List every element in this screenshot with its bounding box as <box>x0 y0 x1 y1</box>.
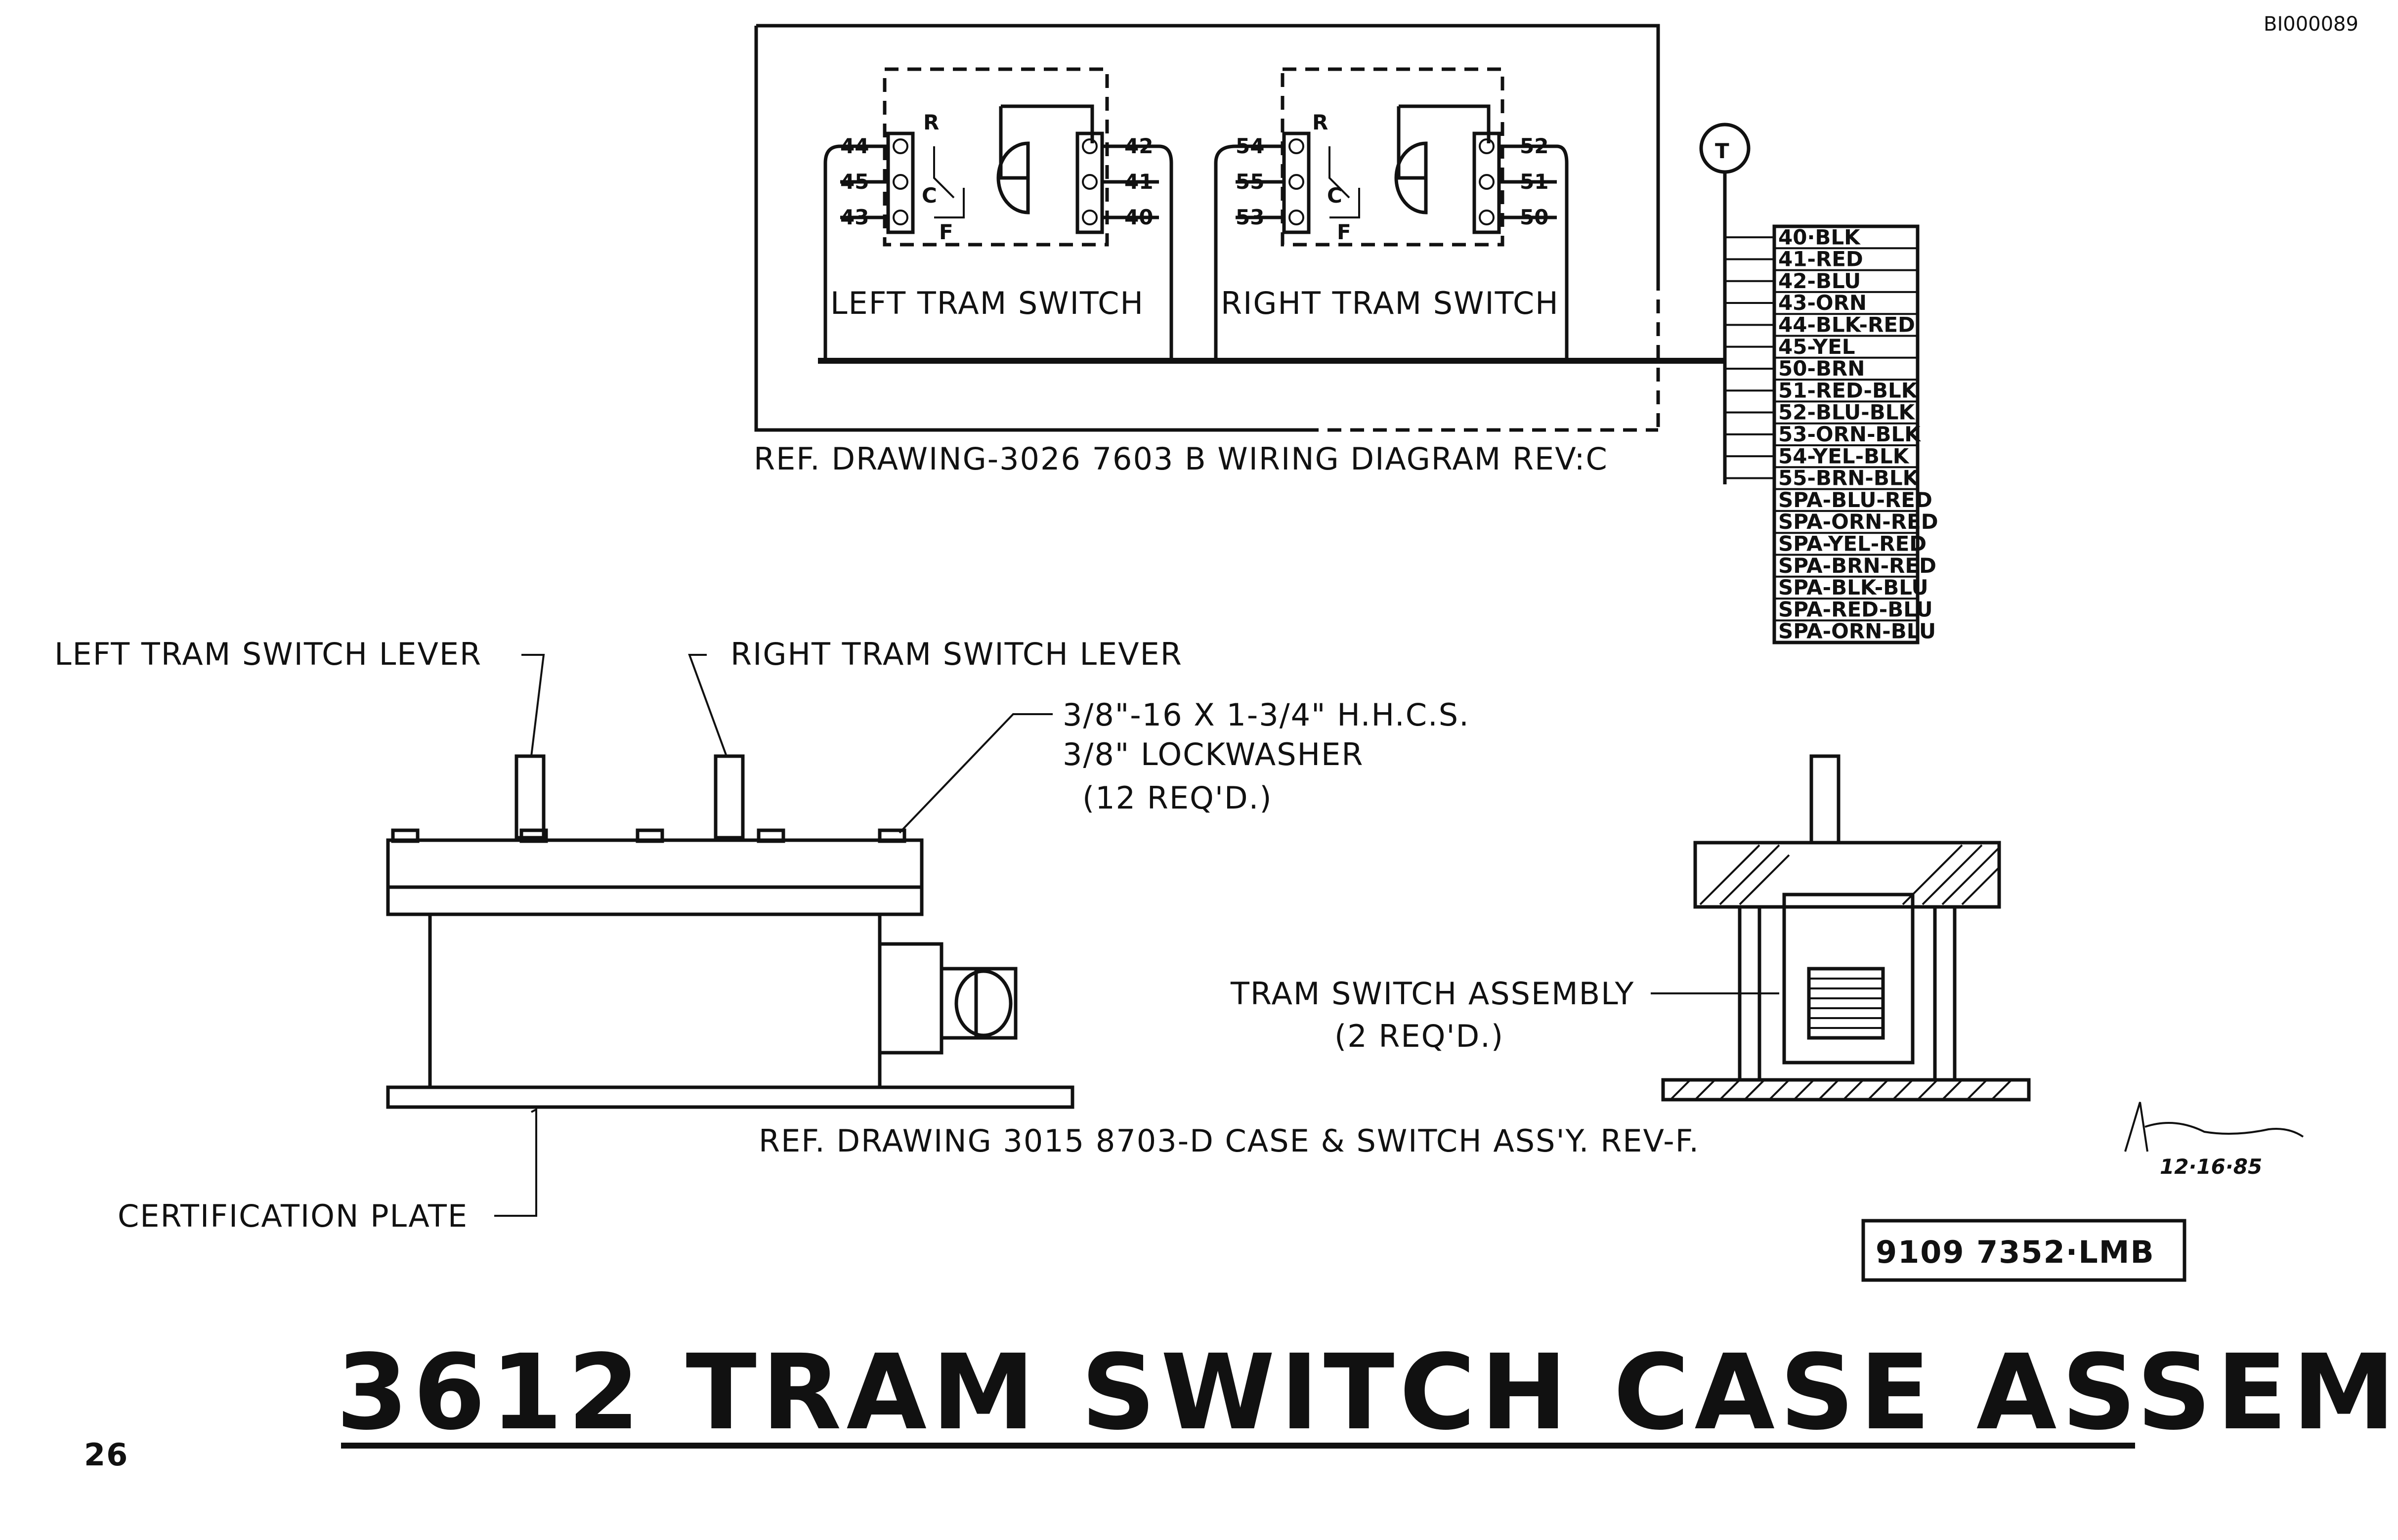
terminal-55: 55 <box>1236 170 1264 194</box>
right-tram-switch-label: RIGHT TRAM SWITCH <box>1221 285 1559 321</box>
left-lever <box>514 754 546 840</box>
signature: 12·16·85 <box>2124 1102 2304 1179</box>
right-contact-r: R <box>1312 110 1328 134</box>
wire-list-item: SPA-BLK-BLU <box>1778 575 1928 599</box>
wire-list-item: 55-BRN-BLK <box>1778 466 1920 490</box>
terminal-50: 50 <box>1520 205 1548 229</box>
wire-list-item: 50-BRN <box>1778 356 1865 381</box>
terminal-41: 41 <box>1124 170 1153 194</box>
wire-list: 40·BLK41-RED42-BLU43-ORN44-BLK-RED45-YEL… <box>1725 225 1938 643</box>
cross-section-view: TRAM SWITCH ASSEMBLY (2 REQ'D.) <box>1230 754 2031 1102</box>
junction-t-label: T <box>1715 139 1729 163</box>
terminal-43: 43 <box>840 205 869 229</box>
part-number: 9109 7352·LMB <box>1876 1234 2155 1270</box>
right-switch-dashed-box <box>1281 67 1504 247</box>
bolt-spec-line2: 3/8" LOCKWASHER <box>1063 736 1364 772</box>
signature-date: 12·16·85 <box>2160 1155 2262 1179</box>
tram-assembly-label-line2: (2 REQ'D.) <box>1334 1018 1504 1054</box>
left-contact-f: F <box>939 220 953 244</box>
wire-list-item: 53-ORN-BLK <box>1778 422 1921 446</box>
wire-list-item: 42-BLU <box>1778 269 1861 293</box>
wire-list-item: 43-ORN <box>1778 291 1867 315</box>
wire-list-item: SPA-YEL-RED <box>1778 532 1927 556</box>
wiring-reference: REF. DRAWING-3026 7603 B WIRING DIAGRAM … <box>754 441 1608 477</box>
assembly-reference: REF. DRAWING 3015 8703-D CASE & SWITCH A… <box>759 1123 1700 1159</box>
tram-assembly-label-line1: TRAM SWITCH ASSEMBLY <box>1230 976 1634 1012</box>
terminal-44: 44 <box>840 134 869 158</box>
terminal-45: 45 <box>840 170 869 194</box>
wire-list-item: 52-BLU-BLK <box>1778 400 1915 425</box>
left-switch-dashed-box <box>883 67 1109 247</box>
wire-list-item: SPA-ORN-RED <box>1778 510 1938 534</box>
left-contact-r: R <box>923 110 939 134</box>
right-lever-label: RIGHT TRAM SWITCH LEVER <box>730 636 1183 672</box>
wire-list-item: 44-BLK-RED <box>1778 313 1915 337</box>
wiring-diagram: R C F 44 45 43 42 41 40 R C F 54 55 53 5… <box>754 24 1938 644</box>
left-lever-label: LEFT TRAM SWITCH LEVER <box>54 636 482 672</box>
terminal-54: 54 <box>1236 134 1264 158</box>
wire-list-item: SPA-RED-BLU <box>1778 597 1933 621</box>
terminal-40: 40 <box>1124 205 1153 229</box>
wire-list-item: SPA-ORN-BLU <box>1778 619 1936 643</box>
wire-list-item: 45-YEL <box>1778 335 1855 359</box>
wire-list-item: SPA-BLU-RED <box>1778 488 1932 512</box>
page-number: 26 <box>84 1437 128 1473</box>
bolt-spec-line3: (12 REQ'D.) <box>1082 780 1273 816</box>
wire-list-item: 51-RED-BLK <box>1778 378 1918 402</box>
right-lever <box>714 754 745 840</box>
sheet-id: BI000089 <box>2264 13 2358 36</box>
wire-list-item: SPA-BRN-RED <box>1778 554 1936 578</box>
bolt-spec-line1: 3/8"-16 X 1-3/4" H.H.C.S. <box>1063 697 1470 733</box>
terminal-52: 52 <box>1520 134 1548 158</box>
right-contact-f: F <box>1337 220 1351 244</box>
left-contact-c: C <box>922 183 937 208</box>
left-tram-switch-label: LEFT TRAM SWITCH <box>830 285 1144 321</box>
wire-list-item: 41-RED <box>1778 247 1863 271</box>
wire-list-item: 40·BLK <box>1778 225 1861 249</box>
case-side-view: LEFT TRAM SWITCH LEVER RIGHT TRAM SWITCH… <box>54 636 1470 1234</box>
part-number-box <box>1861 1219 2186 1282</box>
terminal-51: 51 <box>1520 170 1548 194</box>
wire-list-item: 54-YEL-BLK <box>1778 444 1910 468</box>
terminal-53: 53 <box>1236 205 1264 229</box>
right-contact-c: C <box>1327 183 1342 208</box>
terminal-42: 42 <box>1124 134 1153 158</box>
page-title: 3612 TRAM SWITCH CASE ASSEMBLY <box>336 1332 2398 1453</box>
cert-plate-label: CERTIFICATION PLATE <box>118 1198 468 1234</box>
